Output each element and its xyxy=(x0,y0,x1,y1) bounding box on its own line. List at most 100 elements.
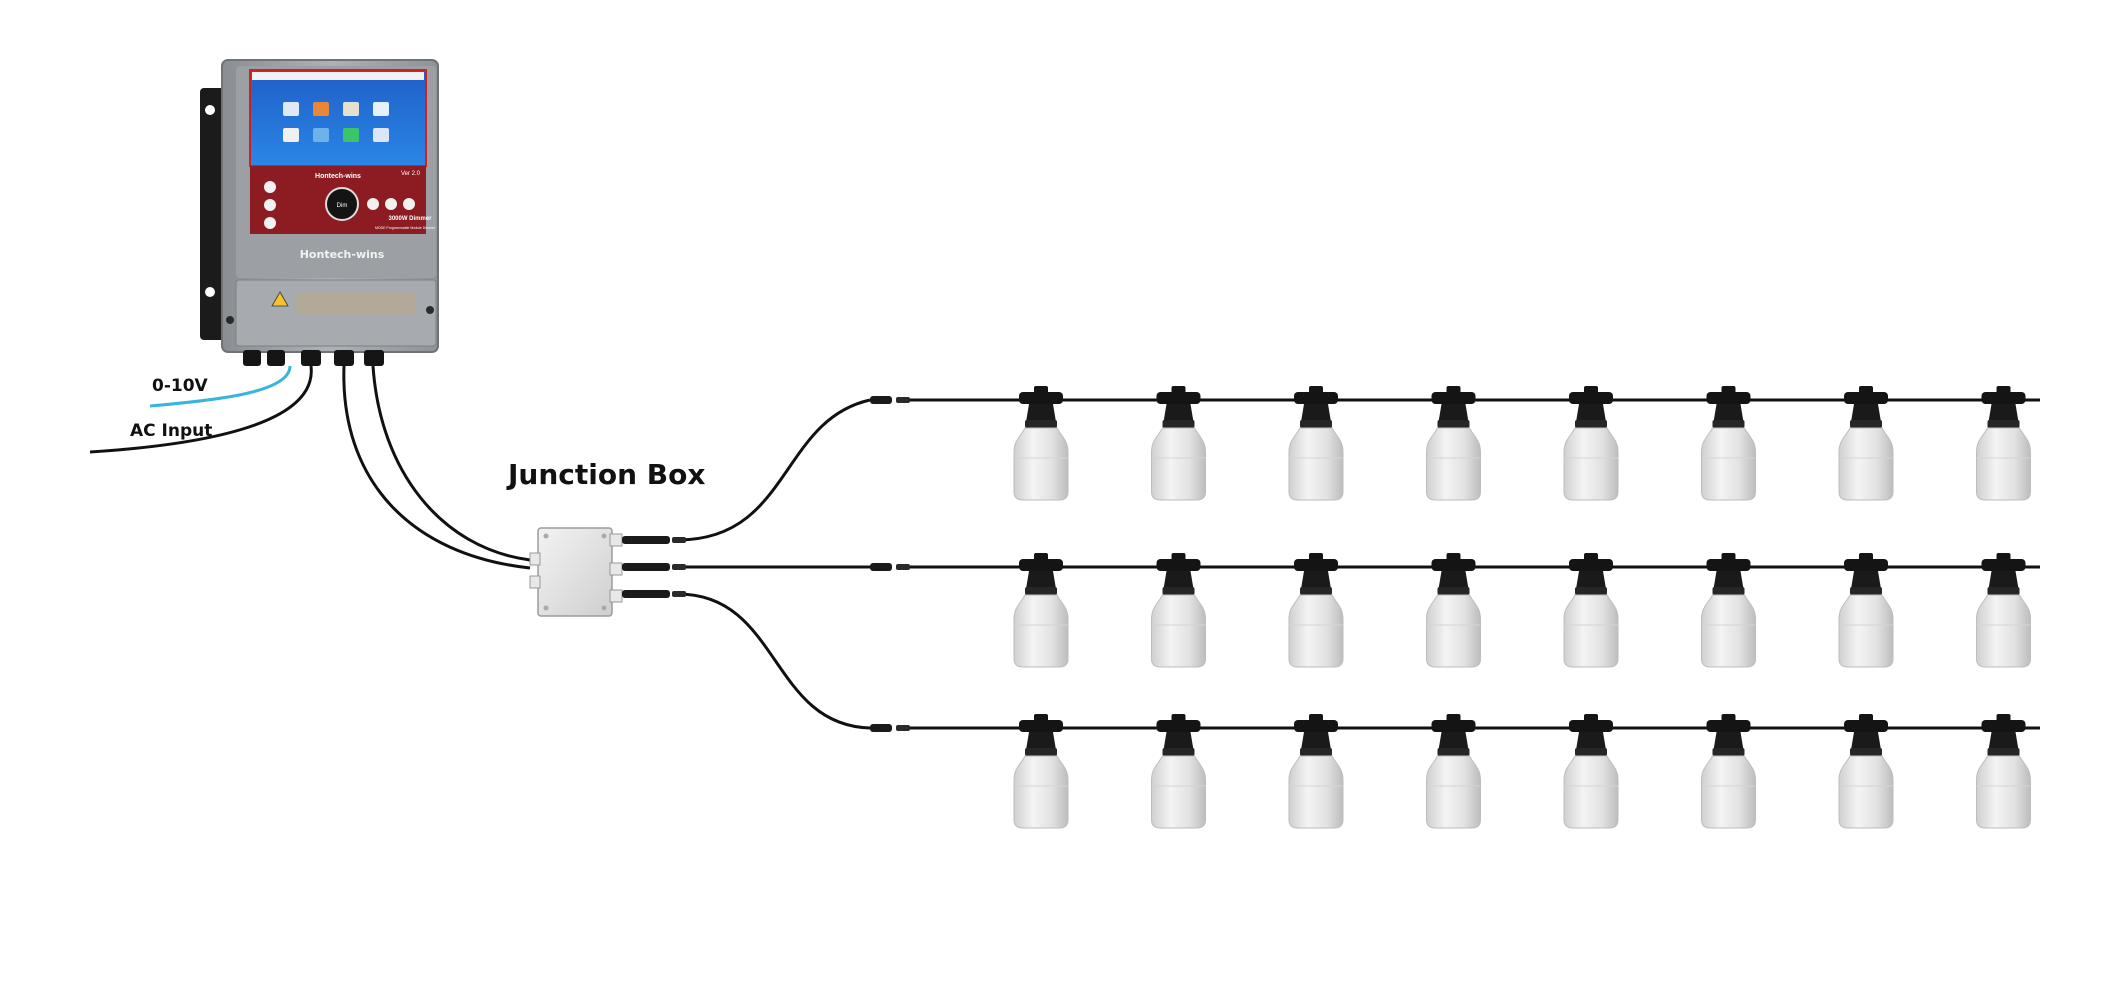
bulb-glass xyxy=(1702,595,1756,667)
socket-hook xyxy=(1859,714,1873,722)
socket-hook xyxy=(1034,714,1048,722)
connector-plug xyxy=(622,536,670,544)
bulb xyxy=(1564,553,1618,667)
socket-ring xyxy=(1300,420,1332,428)
socket-hook xyxy=(1722,386,1736,394)
socket-hook xyxy=(1722,714,1736,722)
socket-body xyxy=(1576,404,1606,422)
socket-ring xyxy=(1300,587,1332,595)
model-title: 3000W Dimmer xyxy=(388,216,432,222)
strand-plug xyxy=(870,724,892,732)
bulb-glass xyxy=(1152,428,1206,500)
menu-icon xyxy=(283,102,299,116)
socket-hook xyxy=(1584,386,1598,394)
connector-plug xyxy=(672,537,686,543)
screen-status-bar xyxy=(252,72,424,80)
output-cable xyxy=(344,366,530,568)
junction-box-label: Junction Box xyxy=(508,458,705,491)
model-subtitle: MODE Programmable Module Dimmer xyxy=(375,226,436,230)
socket-ring xyxy=(1575,420,1607,428)
socket-ring xyxy=(1300,748,1332,756)
socket-body xyxy=(1439,404,1469,422)
bulb xyxy=(1289,714,1343,828)
socket-body xyxy=(1164,732,1194,750)
bulb xyxy=(1839,714,1893,828)
bulb-glass xyxy=(1564,756,1618,828)
bracket-hole-bottom xyxy=(205,287,215,297)
menu-icon xyxy=(343,102,359,116)
bulb-glass xyxy=(1977,756,2031,828)
bulb xyxy=(1289,553,1343,667)
menu-icon xyxy=(283,128,299,142)
socket-body xyxy=(1576,571,1606,589)
bulb-glass xyxy=(1152,595,1206,667)
bulb-glass xyxy=(1289,428,1343,500)
socket-ring xyxy=(1850,587,1882,595)
socket-body xyxy=(1439,571,1469,589)
socket-hook xyxy=(1447,386,1461,394)
bulb-glass xyxy=(1839,756,1893,828)
socket-hook xyxy=(1309,553,1323,561)
menu-icon xyxy=(343,128,359,142)
menu-icon xyxy=(373,102,389,116)
socket-ring xyxy=(1713,587,1745,595)
cable-gland xyxy=(301,350,321,366)
socket-body xyxy=(1301,404,1331,422)
connector-plug xyxy=(622,590,670,598)
bulb xyxy=(1289,386,1343,500)
strand-connectors xyxy=(870,396,910,732)
bulb xyxy=(1839,386,1893,500)
knob-label: Dim xyxy=(337,203,348,209)
bulb-glass xyxy=(1702,756,1756,828)
socket-hook xyxy=(1172,714,1186,722)
bulb xyxy=(1977,553,2031,667)
socket-ring xyxy=(1163,420,1195,428)
socket-body xyxy=(1989,732,2019,750)
bulb-glass xyxy=(1014,428,1068,500)
socket-ring xyxy=(1713,748,1745,756)
socket-hook xyxy=(1859,386,1873,394)
socket-hook xyxy=(1447,553,1461,561)
socket-ring xyxy=(1438,420,1470,428)
socket-body xyxy=(1714,404,1744,422)
socket-body xyxy=(1301,571,1331,589)
bulb-glass xyxy=(1427,428,1481,500)
output-cable xyxy=(373,366,530,560)
version-text: Ver 2.0 xyxy=(401,171,421,177)
junction-box-body xyxy=(538,528,612,616)
socket-ring xyxy=(1438,748,1470,756)
bulb-glass xyxy=(1839,428,1893,500)
bulb-glass xyxy=(1839,595,1893,667)
socket-ring xyxy=(1850,748,1882,756)
socket-body xyxy=(1851,571,1881,589)
bulb-glass xyxy=(1014,756,1068,828)
socket-hook xyxy=(1447,714,1461,722)
bulb xyxy=(1427,386,1481,500)
menu-icon xyxy=(313,102,329,116)
button-left-3 xyxy=(264,217,276,229)
bulb xyxy=(1152,714,1206,828)
box-gland xyxy=(530,576,540,588)
bulb xyxy=(1014,386,1068,500)
bulb-glass xyxy=(1014,595,1068,667)
socket-body xyxy=(1851,404,1881,422)
dimmer-controller: Hontech-wins Dim Ver 2.0 3000W Dimmer MO… xyxy=(200,60,438,366)
bulb xyxy=(1427,553,1481,667)
socket-hook xyxy=(1722,553,1736,561)
socket-ring xyxy=(1988,420,2020,428)
strand-plug xyxy=(870,396,892,404)
socket-ring xyxy=(1575,587,1607,595)
button-right-3 xyxy=(403,198,415,210)
socket-ring xyxy=(1988,748,2020,756)
warning-text-block xyxy=(296,293,416,313)
button-right-1 xyxy=(367,198,379,210)
signal-input-label: 0-10V xyxy=(152,376,208,396)
bulb-glass xyxy=(1564,428,1618,500)
strand-cable-1 xyxy=(678,400,870,540)
box-screw xyxy=(544,606,549,611)
bulb-glass xyxy=(1564,595,1618,667)
socket-hook xyxy=(1997,714,2011,722)
socket-hook xyxy=(1309,386,1323,394)
socket-body xyxy=(1714,571,1744,589)
bulb-glass xyxy=(1702,428,1756,500)
